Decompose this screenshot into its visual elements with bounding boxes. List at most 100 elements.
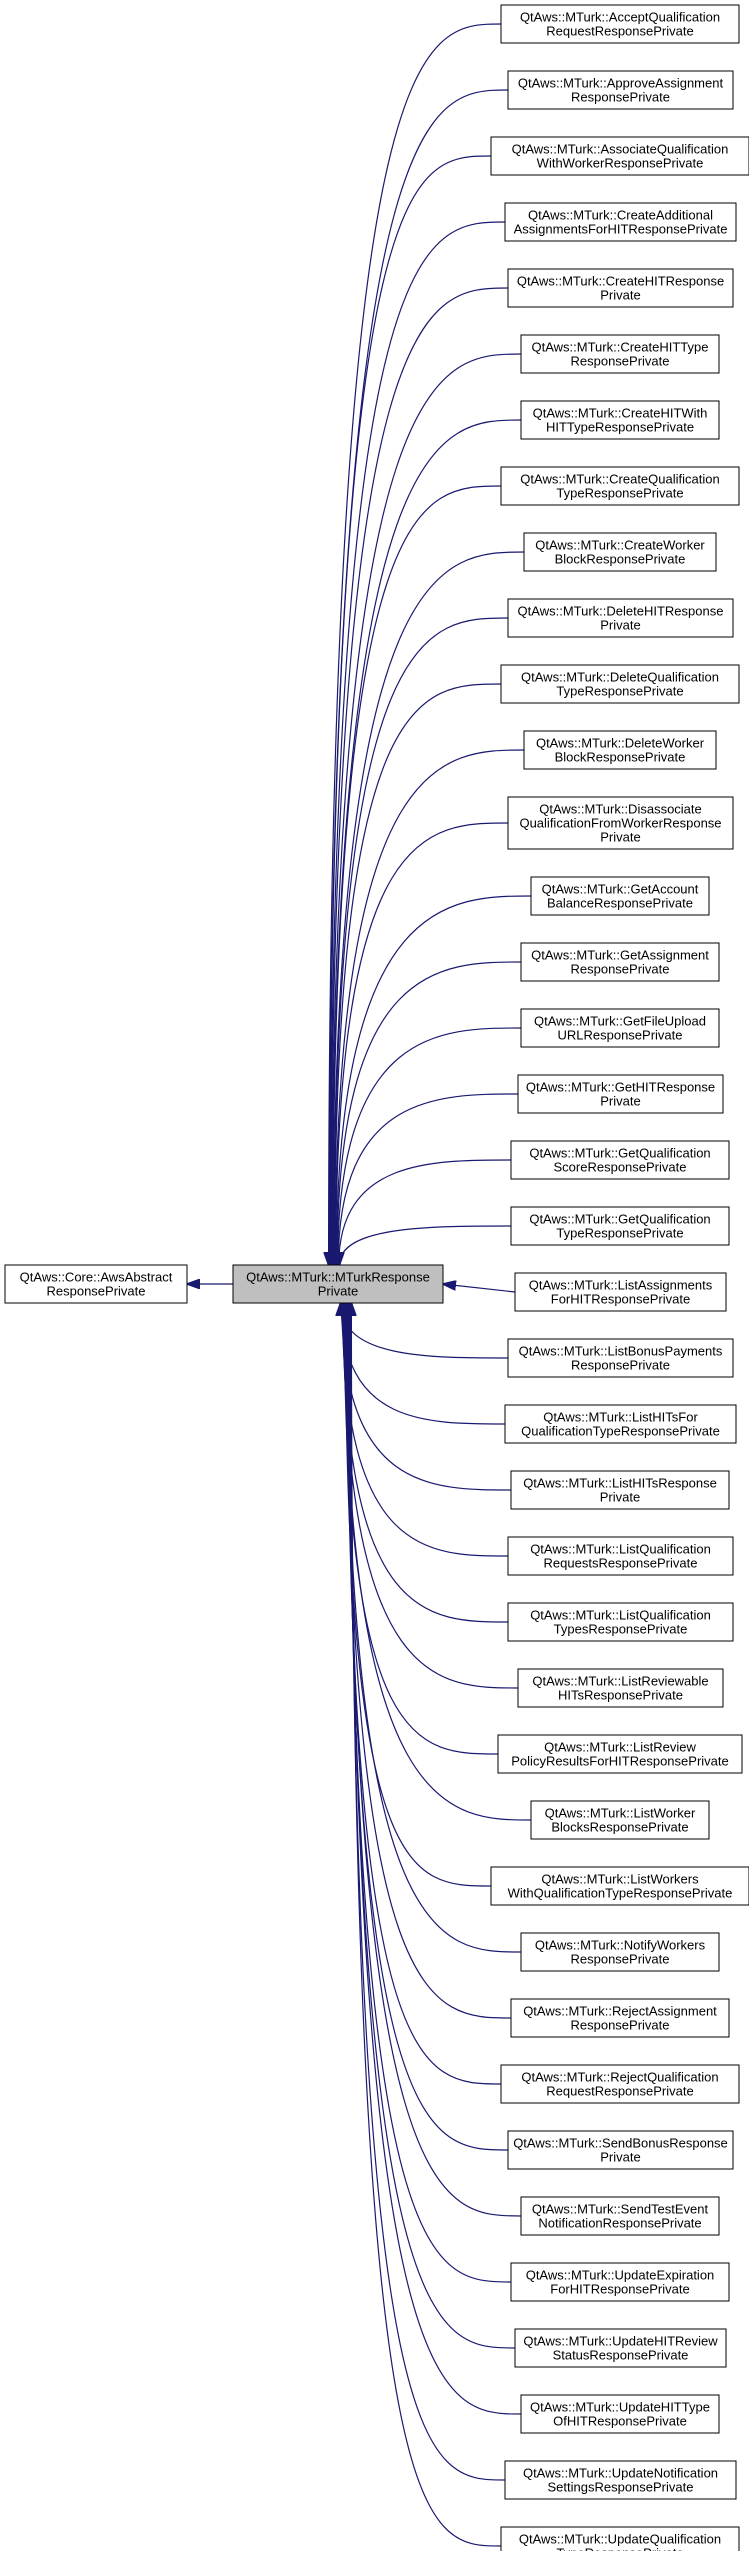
derived-class-node-notifyworkersresponseprivate-box bbox=[520, 1932, 720, 1972]
derived-class-node-sendbonusresponseprivate-label-line: QtAws::MTurk::SendBonusResponse bbox=[513, 2136, 728, 2151]
derived-class-node-deletequalificationtyperesponseprivate[interactable]: QtAws::MTurk::DeleteQualificationTypeRes… bbox=[500, 664, 740, 704]
inheritance-arrow-listqualificationtypesresponseprivate bbox=[343, 1303, 509, 1623]
derived-class-node-createhitwithhittyperesponseprivate-box bbox=[520, 400, 720, 440]
derived-class-node-sendtesteventnotificationresponseprivate[interactable]: QtAws::MTurk::SendTestEventNotificationR… bbox=[520, 2196, 720, 2236]
derived-class-node-rejectqualificationrequestresponseprivate[interactable]: QtAws::MTurk::RejectQualificationRequest… bbox=[500, 2064, 740, 2104]
derived-class-node-getassignmentresponseprivate[interactable]: QtAws::MTurk::GetAssignmentResponsePriva… bbox=[520, 942, 720, 982]
inheritance-arrow-listbonuspaymentsresponseprivate bbox=[341, 1303, 509, 1359]
derived-class-node-deleteworkerblockresponseprivate-label-line: BlockResponsePrivate bbox=[555, 750, 686, 765]
derived-class-node-createhittyperesponseprivate-label-line: QtAws::MTurk::CreateHITType bbox=[532, 340, 709, 355]
derived-class-node-associatequalificationwithworkerresponseprivate[interactable]: QtAws::MTurk::AssociateQualificationWith… bbox=[490, 136, 749, 176]
derived-class-node-disassociatequalificationfromworkerresponseprivate-label-line: QtAws::MTurk::Disassociate bbox=[539, 802, 702, 817]
derived-class-node-updatehittypeofhitresponseprivate[interactable]: QtAws::MTurk::UpdateHITTypeOfHITResponse… bbox=[520, 2394, 720, 2434]
derived-class-node-getqualificationscoreresponseprivate[interactable]: QtAws::MTurk::GetQualificationScoreRespo… bbox=[510, 1140, 730, 1180]
derived-class-node-getaccountbalanceresponseprivate-label-line: BalanceResponsePrivate bbox=[547, 896, 693, 911]
derived-class-node-updatehitreviewstatusresponseprivate-label-line: StatusResponsePrivate bbox=[553, 2348, 689, 2363]
derived-class-node-notifyworkersresponseprivate-label-line: QtAws::MTurk::NotifyWorkers bbox=[535, 1938, 706, 1953]
derived-class-node-createqualificationtyperesponseprivate[interactable]: QtAws::MTurk::CreateQualificationTypeRes… bbox=[500, 466, 740, 506]
derived-class-node-createadditionalassignmentsforhitresponseprivate-box bbox=[504, 202, 737, 242]
derived-class-node-getfileuploadurlresponseprivate[interactable]: QtAws::MTurk::GetFileUploadURLResponsePr… bbox=[520, 1008, 720, 1048]
derived-class-node-listqualificationtypesresponseprivate-label-line: TypesResponsePrivate bbox=[554, 1622, 688, 1637]
derived-class-node-deletehitresponseprivate-label-line: QtAws::MTurk::DeleteHITResponse bbox=[518, 604, 724, 619]
inheritance-arrow-sendbonusresponseprivate bbox=[348, 1303, 509, 2151]
derived-class-node-listqualificationtypesresponseprivate[interactable]: QtAws::MTurk::ListQualificationTypesResp… bbox=[507, 1602, 734, 1642]
derived-class-node-createadditionalassignmentsforhitresponseprivate[interactable]: QtAws::MTurk::CreateAdditionalAssignment… bbox=[504, 202, 737, 242]
inheritance-arrow-listhitsforqualificationtyperesponseprivate bbox=[341, 1303, 506, 1425]
derived-class-node-getaccountbalanceresponseprivate[interactable]: QtAws::MTurk::GetAccountBalanceResponseP… bbox=[530, 876, 710, 916]
derived-class-node-createhitresponseprivate-label-line: Private bbox=[600, 288, 640, 303]
derived-class-node-listreviewpolicyresultsforhitresponseprivate[interactable]: QtAws::MTurk::ListReviewPolicyResultsFor… bbox=[497, 1734, 743, 1774]
derived-class-node-approveassignmentresponseprivate[interactable]: QtAws::MTurk::ApproveAssignmentResponseP… bbox=[507, 70, 734, 110]
derived-class-node-deletehitresponseprivate-box bbox=[507, 598, 734, 638]
derived-class-node-notifyworkersresponseprivate[interactable]: QtAws::MTurk::NotifyWorkersResponsePriva… bbox=[520, 1932, 720, 1972]
derived-class-node-getaccountbalanceresponseprivate-box bbox=[530, 876, 710, 916]
inheritance-arrow-getqualificationscoreresponseprivate bbox=[339, 1159, 512, 1265]
derived-class-node-listbonuspaymentsresponseprivate-box bbox=[507, 1338, 734, 1378]
derived-class-node-acceptqualificationrequestresponseprivate-box bbox=[500, 4, 740, 44]
derived-class-node-rejectassignmentresponseprivate[interactable]: QtAws::MTurk::RejectAssignmentResponsePr… bbox=[510, 1998, 730, 2038]
derived-class-node-createadditionalassignmentsforhitresponseprivate-label-line: QtAws::MTurk::CreateAdditional bbox=[528, 208, 713, 223]
derived-class-node-deleteworkerblockresponseprivate-label-line: QtAws::MTurk::DeleteWorker bbox=[536, 736, 705, 751]
derived-class-node-listreviewablehitsresponseprivate[interactable]: QtAws::MTurk::ListReviewableHITsResponse… bbox=[517, 1668, 724, 1708]
derived-class-node-updatequalificationtyperesponseprivate-label-line: QtAws::MTurk::UpdateQualification bbox=[519, 2532, 721, 2547]
derived-class-node-updateexpirationforhitresponseprivate-box bbox=[510, 2262, 730, 2302]
derived-class-node-getqualificationtyperesponseprivate-label-line: QtAws::MTurk::GetQualification bbox=[529, 1212, 710, 1227]
derived-class-node-createworkerblockresponseprivate[interactable]: QtAws::MTurk::CreateWorkerBlockResponseP… bbox=[523, 532, 717, 572]
derived-class-node-listbonuspaymentsresponseprivate-label-line: QtAws::MTurk::ListBonusPayments bbox=[519, 1344, 723, 1359]
inheritance-arrow-listhitsresponseprivate bbox=[342, 1303, 512, 1491]
derived-class-node-acceptqualificationrequestresponseprivate[interactable]: QtAws::MTurk::AcceptQualificationRequest… bbox=[500, 4, 740, 44]
derived-class-node-associatequalificationwithworkerresponseprivate-box bbox=[490, 136, 749, 176]
derived-class-node-createworkerblockresponseprivate-label-line: BlockResponsePrivate bbox=[555, 552, 686, 567]
derived-class-node-deleteworkerblockresponseprivate[interactable]: QtAws::MTurk::DeleteWorkerBlockResponseP… bbox=[523, 730, 717, 770]
derived-class-node-getassignmentresponseprivate-label-line: QtAws::MTurk::GetAssignment bbox=[531, 948, 709, 963]
derived-class-node-updatequalificationtyperesponseprivate-label-line: TypeResponsePrivate bbox=[556, 2546, 683, 2551]
derived-class-node-createqualificationtyperesponseprivate-label-line: QtAws::MTurk::CreateQualification bbox=[520, 472, 719, 487]
derived-class-node-updateexpirationforhitresponseprivate[interactable]: QtAws::MTurk::UpdateExpirationForHITResp… bbox=[510, 2262, 730, 2302]
derived-class-node-listreviewpolicyresultsforhitresponseprivate-label-line: PolicyResultsForHITResponsePrivate bbox=[511, 1754, 728, 1769]
derived-class-node-updatehitreviewstatusresponseprivate[interactable]: QtAws::MTurk::UpdateHITReviewStatusRespo… bbox=[514, 2328, 727, 2368]
inheritance-arrow-getqualificationtyperesponseprivate bbox=[339, 1225, 512, 1265]
derived-class-node-getqualificationtyperesponseprivate[interactable]: QtAws::MTurk::GetQualificationTypeRespon… bbox=[510, 1206, 730, 1246]
derived-class-node-getaccountbalanceresponseprivate-label-line: QtAws::MTurk::GetAccount bbox=[542, 882, 699, 897]
derived-class-node-disassociatequalificationfromworkerresponseprivate[interactable]: QtAws::MTurk::DisassociateQualificationF… bbox=[507, 796, 734, 850]
derived-class-node-createhittyperesponseprivate[interactable]: QtAws::MTurk::CreateHITTypeResponsePriva… bbox=[520, 334, 720, 374]
derived-class-node-listreviewpolicyresultsforhitresponseprivate-label-line: QtAws::MTurk::ListReview bbox=[544, 1740, 696, 1755]
derived-class-node-createhittyperesponseprivate-label-line: ResponsePrivate bbox=[571, 354, 670, 369]
derived-class-node-updatequalificationtyperesponseprivate-box bbox=[500, 2526, 740, 2551]
derived-class-node-sendtesteventnotificationresponseprivate-box bbox=[520, 2196, 720, 2236]
derived-class-node-getqualificationtyperesponseprivate-box bbox=[510, 1206, 730, 1246]
derived-class-node-listworkerswithqualificationtyperesponseprivate[interactable]: QtAws::MTurk::ListWorkersWithQualificati… bbox=[490, 1866, 749, 1906]
derived-class-node-listhitsresponseprivate-label-line: Private bbox=[600, 1490, 640, 1505]
derived-class-node-rejectqualificationrequestresponseprivate-box bbox=[500, 2064, 740, 2104]
derived-class-node-createhitwithhittyperesponseprivate-label-line: QtAws::MTurk::CreateHITWith bbox=[533, 406, 708, 421]
derived-class-node-sendbonusresponseprivate-label-line: Private bbox=[600, 2150, 640, 2165]
derived-class-node-listbonuspaymentsresponseprivate[interactable]: QtAws::MTurk::ListBonusPaymentsResponseP… bbox=[507, 1338, 734, 1378]
inheritance-arrow-notifyworkersresponseprivate bbox=[346, 1303, 522, 1953]
derived-class-node-createhitwithhittyperesponseprivate[interactable]: QtAws::MTurk::CreateHITWithHITTypeRespon… bbox=[520, 400, 720, 440]
main-class-node-label-line: Private bbox=[318, 1284, 358, 1299]
derived-class-node-getqualificationtyperesponseprivate-label-line: TypeResponsePrivate bbox=[556, 1226, 683, 1241]
derived-class-node-listhitsforqualificationtyperesponseprivate[interactable]: QtAws::MTurk::ListHITsForQualificationTy… bbox=[504, 1404, 737, 1444]
derived-class-node-updatequalificationtyperesponseprivate[interactable]: QtAws::MTurk::UpdateQualificationTypeRes… bbox=[500, 2526, 740, 2551]
derived-class-node-createworkerblockresponseprivate-box bbox=[523, 532, 717, 572]
derived-class-node-acceptqualificationrequestresponseprivate-label-line: RequestResponsePrivate bbox=[546, 24, 693, 39]
derived-class-node-listqualificationrequestsresponseprivate[interactable]: QtAws::MTurk::ListQualificationRequestsR… bbox=[507, 1536, 734, 1576]
inheritance-arrow-getaccountbalanceresponseprivate bbox=[336, 895, 532, 1265]
derived-class-node-updatehittypeofhitresponseprivate-box bbox=[520, 2394, 720, 2434]
derived-class-node-listreviewablehitsresponseprivate-box bbox=[517, 1668, 724, 1708]
derived-class-node-listworkerblocksresponseprivate-label-line: QtAws::MTurk::ListWorker bbox=[545, 1806, 696, 1821]
derived-class-node-disassociatequalificationfromworkerresponseprivate-label-line: QualificationFromWorkerResponse bbox=[519, 816, 721, 831]
derived-class-node-rejectqualificationrequestresponseprivate-label-line: RequestResponsePrivate bbox=[546, 2084, 693, 2099]
inheritance-arrow-deletequalificationtyperesponseprivate bbox=[335, 683, 502, 1265]
derived-class-node-getfileuploadurlresponseprivate-label-line: URLResponsePrivate bbox=[557, 1028, 682, 1043]
derived-class-node-updatenotificationsettingsresponseprivate[interactable]: QtAws::MTurk::UpdateNotificationSettings… bbox=[504, 2460, 737, 2500]
derived-class-node-listworkerblocksresponseprivate[interactable]: QtAws::MTurk::ListWorkerBlocksResponsePr… bbox=[530, 1800, 710, 1840]
derived-class-node-listassignmentsforhitresponseprivate[interactable]: QtAws::MTurk::ListAssignmentsForHITRespo… bbox=[514, 1272, 727, 1312]
